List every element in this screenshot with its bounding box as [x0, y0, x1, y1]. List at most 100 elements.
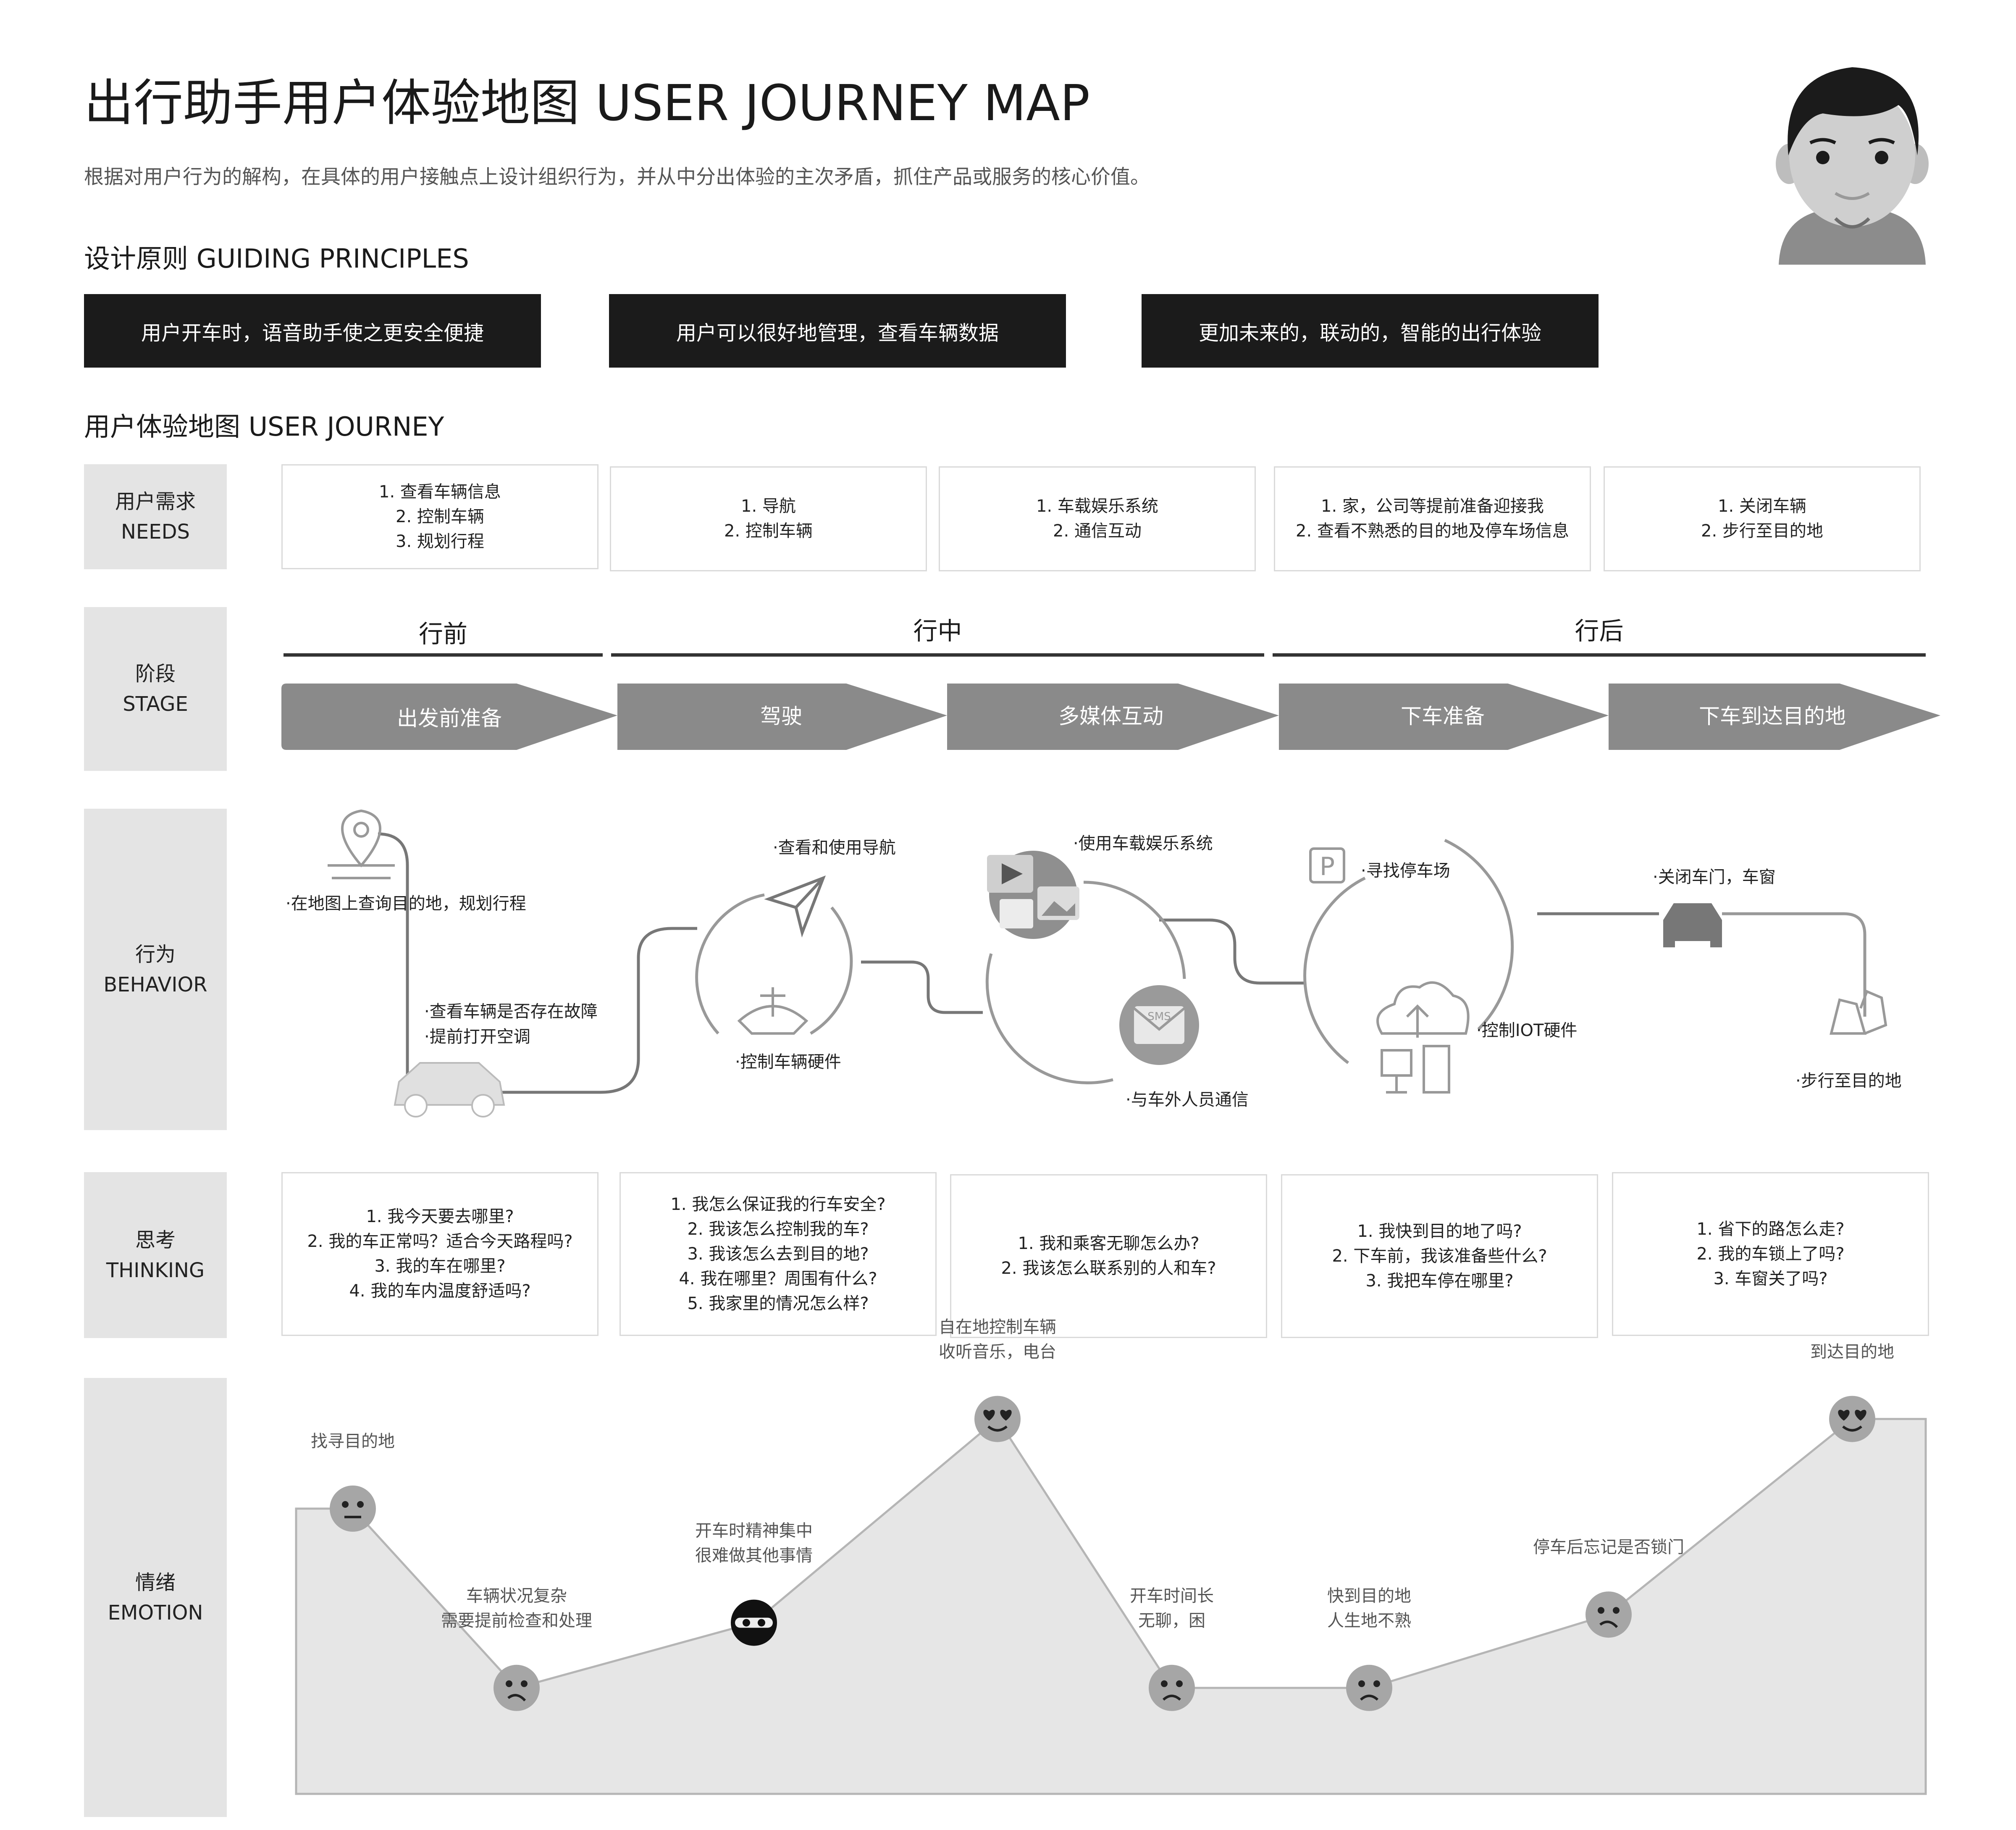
list-item: 4. 我的车内温度舒适吗?	[349, 1281, 531, 1301]
thinking-card: 1. 我怎么保证我的行车安全? 2. 我该怎么控制我的车? 3. 我该怎么去到目的地…	[620, 1172, 937, 1336]
list-item: 1. 我怎么保证我的行车安全?	[670, 1194, 886, 1214]
emotion-face-sad-icon	[1149, 1664, 1195, 1711]
phase-divider	[1273, 653, 1926, 657]
row-label-emotion: 情绪 EMOTION	[84, 1378, 227, 1817]
arc-segment	[985, 953, 1113, 1085]
stage-arrow	[1609, 684, 1940, 750]
row-label-en: BEHAVIOR	[103, 973, 207, 997]
behavior-label: ·查看和使用导航	[773, 838, 896, 857]
phase-label: 行后	[1575, 617, 1624, 645]
emotion-label-line: 很难做其他事情	[695, 1546, 813, 1565]
list-item: 2. 我该怎么联系别的人和车?	[1001, 1259, 1216, 1278]
thinking-card: 1. 我和乘客无聊怎么办? 2. 我该怎么联系别的人和车?	[950, 1174, 1267, 1338]
emotion-face-sad-icon	[1346, 1664, 1392, 1711]
journey-path	[1722, 912, 1866, 1017]
list-item: 2. 我该怎么控制我的车?	[687, 1219, 869, 1239]
map-pin-icon	[328, 809, 395, 879]
thinking-card: 1. 我今天要去哪里?2. 我的车正常吗？适合今天路程吗?3. 我的车在哪里?4…	[281, 1172, 598, 1336]
list-item: 1. 我和乘客无聊怎么办?	[1018, 1234, 1200, 1253]
sms-icon-label: SMS	[1147, 1010, 1171, 1023]
row-label-behavior: 行为 BEHAVIOR	[84, 809, 227, 1130]
iot-cloud-icon	[1376, 981, 1470, 1094]
parking-icon: P	[1309, 847, 1345, 883]
emotion-label-line: 收听音乐，电台	[939, 1342, 1056, 1362]
navigation-icon	[764, 875, 826, 938]
emotion-label: 开车时间长无聊，困	[1046, 1584, 1298, 1633]
arc-segment	[810, 906, 853, 1035]
arc-segment	[1444, 839, 1514, 1031]
list-item: 2. 通信互动	[1053, 521, 1142, 541]
shoes-icon	[1830, 990, 1887, 1035]
behavior-label: ·使用车载娱乐系统	[1073, 834, 1213, 853]
list-item: 1. 查看车辆信息	[379, 482, 501, 502]
stage-label: 出发前准备	[397, 706, 502, 731]
emotion-label-line: 自在地控制车辆	[939, 1317, 1056, 1337]
row-label-en: STAGE	[123, 692, 188, 716]
list-item: 3. 车窗关了吗?	[1713, 1269, 1828, 1288]
emotion-label-line: 找寻目的地	[311, 1432, 395, 1451]
emotion-label-line: 无聊，困	[1138, 1611, 1205, 1630]
behavior-label: ·提前打开空调	[424, 1027, 530, 1046]
arc-segment	[1083, 881, 1186, 979]
row-label-needs: 用户需求 NEEDS	[84, 464, 227, 569]
emotion-label-line: 开车时间长	[1130, 1586, 1214, 1606]
emotion-face-confused-icon	[494, 1664, 540, 1711]
behavior-label: ·控制车辆硬件	[735, 1052, 841, 1072]
page-title: 出行助手用户体验地图 USER JOURNEY MAP	[84, 74, 1090, 132]
principle-card: 更加未来的，联动的，智能的出行体验	[1142, 294, 1599, 368]
list-item: 3. 规划行程	[396, 531, 484, 551]
emotion-label-line: 需要提前检查和处理	[441, 1611, 592, 1630]
stage-arrow	[617, 684, 947, 750]
behavior-label: ·在地图上查询目的地，规划行程	[286, 894, 526, 913]
stage-arrows	[281, 684, 1940, 750]
list-item: 4. 我在哪里？周围有什么?	[679, 1269, 877, 1288]
emotion-label: 车辆状况复杂需要提前检查和处理	[391, 1584, 643, 1633]
list-item: 2. 步行至目的地	[1701, 521, 1823, 541]
parking-icon-label: P	[1320, 852, 1335, 881]
stage-arrow	[1279, 684, 1609, 750]
list-item: 3. 我把车停在哪里?	[1365, 1271, 1514, 1291]
list-item: 3. 我该怎么去到目的地?	[687, 1244, 869, 1264]
wiper-icon	[737, 987, 808, 1035]
journey-heading: 用户体验地图 USER JOURNEY	[84, 411, 444, 442]
list-item: 1. 我今天要去哪里?	[366, 1207, 514, 1226]
stage-label: 多媒体互动	[1058, 704, 1163, 728]
emotion-label-line: 开车时精神集中	[695, 1521, 813, 1541]
list-item: 1. 关闭车辆	[1718, 497, 1806, 516]
car-icon	[394, 1062, 505, 1117]
car-front-icon	[1663, 903, 1722, 947]
emotion-label: 停车后忘记是否锁门	[1483, 1535, 1735, 1560]
principles-heading: 设计原则 GUIDING PRINCIPLES	[84, 243, 469, 274]
behavior-label: ·步行至目的地	[1796, 1071, 1902, 1091]
emotion-label: 到达目的地	[1726, 1340, 1978, 1365]
row-label-zh: 行为	[135, 942, 176, 966]
emotion-face-confused-icon	[1586, 1591, 1632, 1638]
sms-icon: SMS	[1119, 985, 1199, 1065]
row-label-en: EMOTION	[108, 1601, 203, 1625]
behavior-label: ·关闭车门，车窗	[1653, 868, 1776, 887]
avatar	[1776, 67, 1929, 265]
thinking-card: 1. 省下的路怎么走?2. 我的车锁上了吗?3. 车窗关了吗?	[1612, 1172, 1929, 1336]
behavior-label: ·寻找停车场	[1361, 861, 1450, 881]
stage-arrow	[947, 684, 1279, 750]
row-label-en: NEEDS	[121, 520, 190, 544]
emotion-label-line: 快到目的地	[1327, 1586, 1411, 1606]
list-item: 2. 查看不熟悉的目的地及停车场信息	[1296, 521, 1569, 541]
phase-divider	[284, 653, 603, 657]
emotion-label-line: 停车后忘记是否锁门	[1533, 1538, 1684, 1557]
list-item: 2. 下车前，我该准备些什么?	[1332, 1246, 1547, 1266]
needs-card: 1. 关闭车辆 2. 步行至目的地	[1604, 466, 1921, 571]
row-label-zh: 思考	[135, 1228, 176, 1252]
row-label-zh: 情绪	[135, 1570, 176, 1594]
row-label-zh: 用户需求	[115, 490, 196, 513]
journey-path	[1159, 918, 1306, 985]
stage-arrow	[281, 684, 617, 750]
list-item: 5. 我家里的情况怎么样?	[687, 1294, 869, 1313]
behavior-label: ·与车外人员通信	[1126, 1090, 1249, 1110]
row-label-en: THINKING	[106, 1258, 205, 1282]
media-icon	[987, 851, 1079, 939]
emotion-face-love-icon	[974, 1396, 1021, 1442]
